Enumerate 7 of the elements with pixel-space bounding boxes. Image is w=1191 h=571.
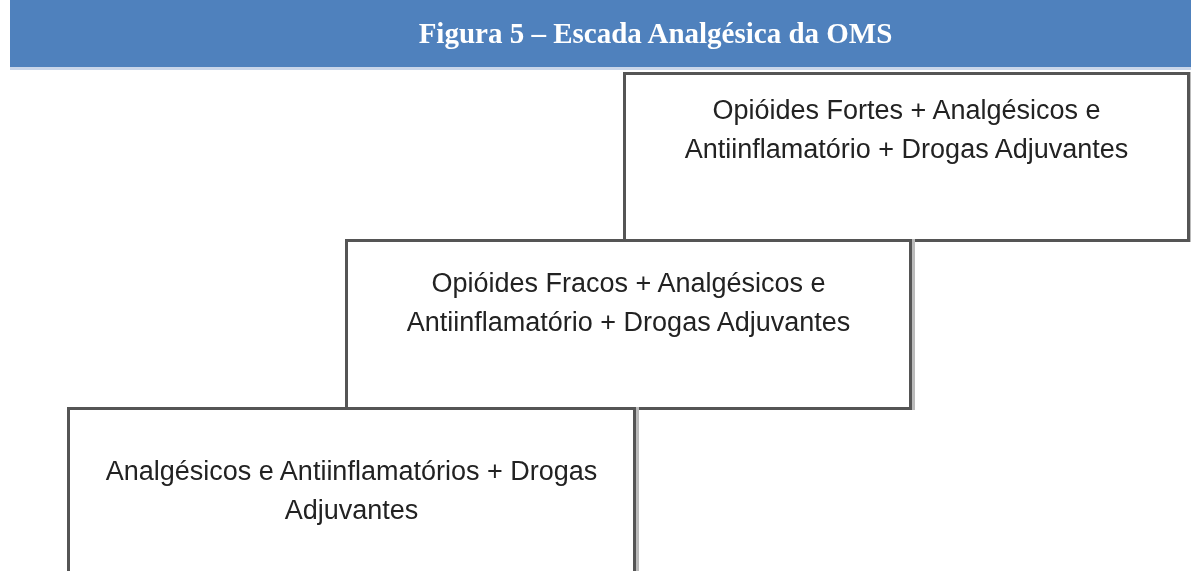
step-box — [345, 239, 912, 410]
step-text: Opióides Fortes + Analgésicos e Antiinflamatório + Drogas Adjuvantes — [683, 94, 1130, 166]
title: Figura 5 – Escada Analgésica da OMS — [418, 17, 893, 50]
step-text: Analgésicos e Antiinflamatórios + Drogas Adjuvantes — [104, 455, 599, 527]
step-box — [623, 72, 1190, 242]
step-text: Opióides Fracos + Analgésicos e Antiinflamatório + Drogas Adjuvantes — [405, 267, 852, 339]
step-box — [67, 407, 636, 571]
